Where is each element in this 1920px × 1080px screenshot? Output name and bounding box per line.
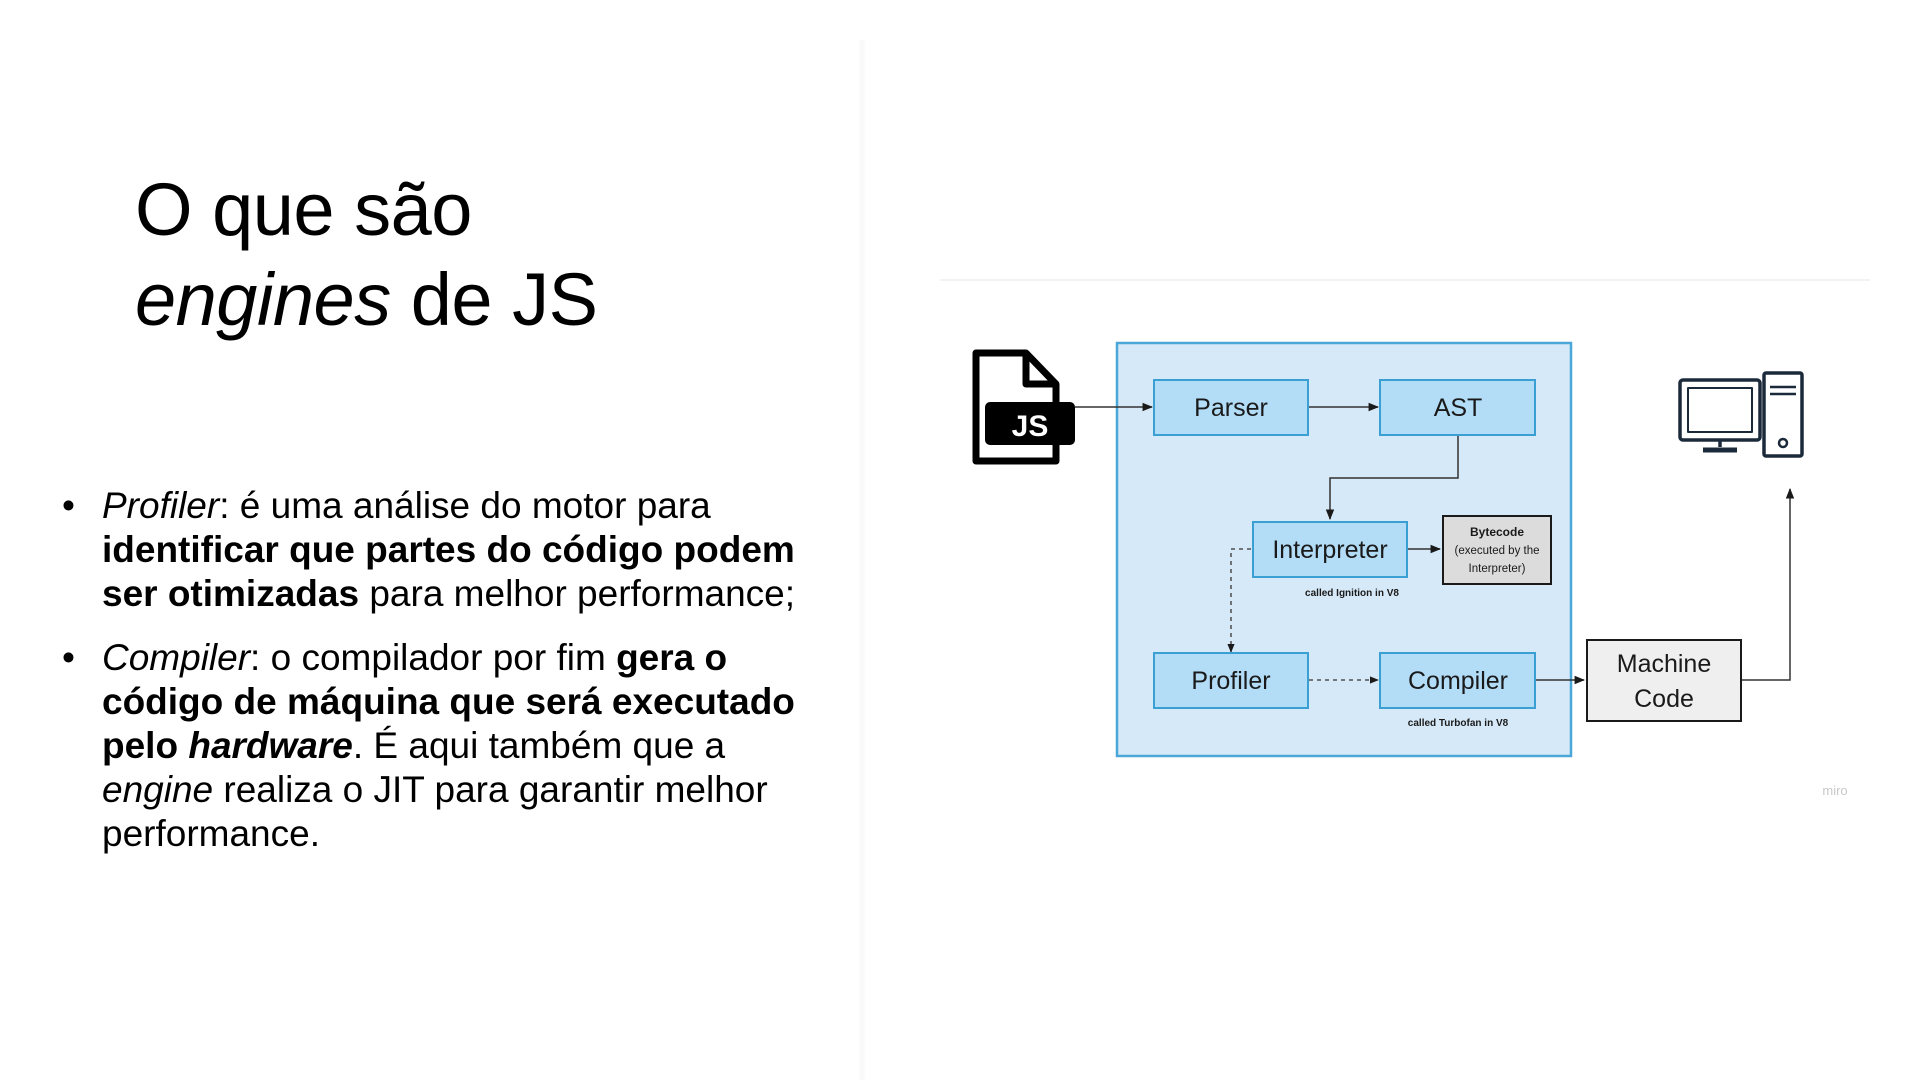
compiler-label: Compiler: [1408, 667, 1508, 695]
slide-title: O que são engines de JS: [135, 165, 598, 345]
bullet-term: Compiler: [102, 637, 251, 678]
miro-watermark: miro: [1822, 783, 1847, 798]
bullet-profiler: • Profiler: é uma análise do motor para i…: [62, 484, 832, 616]
bytecode-line-2: (executed by the: [1454, 545, 1539, 557]
bullet-text: . É aqui também que a: [352, 725, 726, 766]
bullet-marker: •: [62, 637, 75, 678]
bullet-text: : o compilador por fim: [250, 637, 617, 678]
interpreter-node: Interpreter: [1252, 521, 1408, 578]
arrow-machine-to-computer: [1741, 487, 1795, 681]
bytecode-title: Bytecode: [1470, 525, 1524, 539]
interpreter-caption: called Ignition in V8: [1305, 588, 1399, 599]
bytecode-node: Bytecode (executed by the Interpreter): [1442, 515, 1552, 585]
parser-label: Parser: [1194, 394, 1268, 422]
bullet-compiler: • Compiler: o compilador por fim gera o c…: [62, 636, 832, 856]
ast-label: AST: [1434, 394, 1483, 422]
compiler-caption: called Turbofan in V8: [1408, 718, 1509, 729]
bullet-term: Profiler: [102, 485, 220, 526]
bullet-text: realiza o JIT para garantir melhor perfo…: [102, 769, 768, 854]
title-line-1: O que são: [135, 168, 472, 251]
js-file-label: JS: [1012, 410, 1049, 443]
title-line-2-rest: de JS: [390, 258, 598, 341]
bullet-emphasis: gera o código de máquina que será execut…: [102, 637, 795, 766]
machine-code-line-2: Code: [1634, 685, 1694, 713]
arrow-interpreter-to-profiler: [1227, 548, 1251, 653]
bullet-italic: engine: [102, 769, 214, 810]
bytecode-line-3: Interpreter): [1469, 563, 1526, 575]
profiler-node: Profiler: [1153, 652, 1309, 709]
bullet-emphasis: identificar que partes do código podem s…: [102, 529, 795, 614]
bullet-list: • Profiler: é uma análise do motor para i…: [62, 484, 832, 876]
bullet-text: para melhor performance;: [359, 573, 796, 614]
js-file-icon: JS: [972, 349, 1075, 465]
profiler-label: Profiler: [1191, 667, 1270, 695]
bullet-marker: •: [62, 485, 75, 526]
interpreter-label: Interpreter: [1272, 536, 1387, 564]
bullet-emphasis-italic: hardware: [188, 725, 353, 766]
ast-node: AST: [1379, 379, 1536, 436]
computer-icon: [1678, 371, 1804, 458]
parser-node: Parser: [1153, 379, 1309, 436]
machine-code-line-1: Machine: [1617, 650, 1712, 678]
bullet-text: : é uma análise do motor para: [219, 485, 711, 526]
compiler-node: Compiler: [1379, 652, 1536, 709]
slide-divider: [858, 40, 866, 1080]
machine-code-node: Machine Code: [1586, 639, 1742, 722]
title-italic-word: engines: [135, 258, 391, 341]
arrow-ast-to-interpreter: [1325, 435, 1459, 521]
